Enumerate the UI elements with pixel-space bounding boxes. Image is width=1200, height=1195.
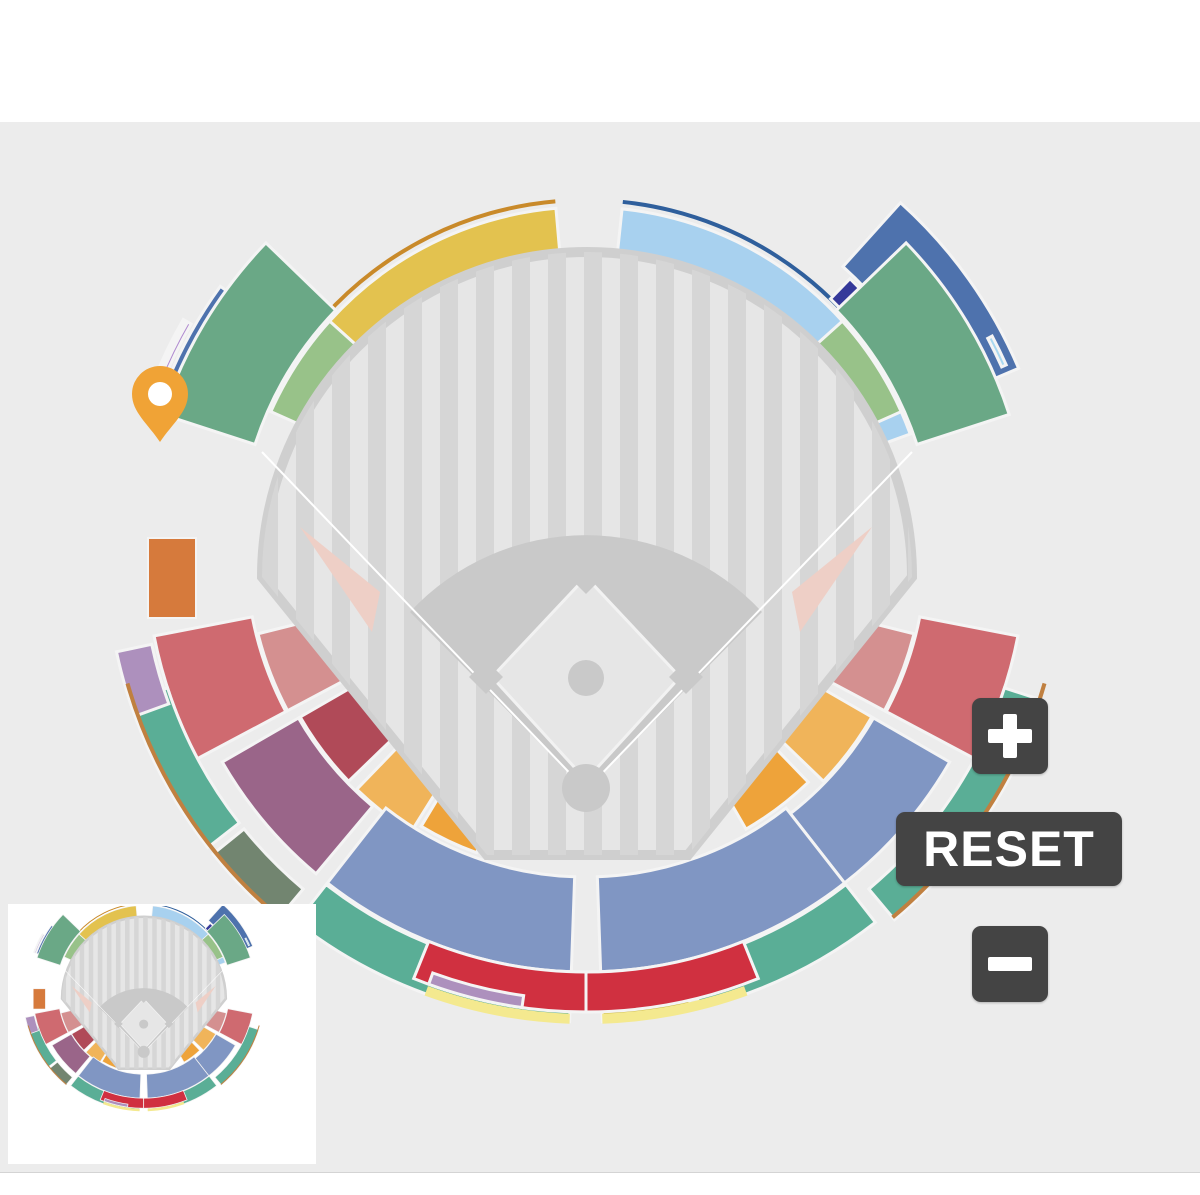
section-left-teal[interactable] — [28, 1026, 57, 1068]
base — [669, 660, 703, 694]
section-right-red-outer[interactable] — [218, 1008, 253, 1045]
section-home-lavender[interactable] — [426, 971, 526, 1010]
pitchers-mound — [139, 1019, 149, 1029]
foul-line-left — [261, 451, 587, 791]
section-left-lilac-strip[interactable] — [33, 933, 44, 954]
base — [469, 660, 503, 694]
stadium-seat-map[interactable] — [0, 122, 1200, 1172]
home-plate — [562, 764, 610, 812]
section-left-green[interactable] — [36, 913, 82, 966]
pitchers-mound — [568, 660, 604, 696]
minimap-stadium — [24, 903, 260, 1112]
minimap-svg — [8, 903, 316, 1164]
map-pin-icon[interactable] — [132, 366, 188, 442]
section-right-lightblue-tab[interactable] — [244, 937, 251, 947]
section-right-green[interactable] — [206, 913, 251, 966]
base — [569, 560, 603, 594]
section-home-yellow-left[interactable] — [424, 986, 570, 1024]
section-left-plum[interactable] — [220, 715, 375, 876]
section-home-yellow-right[interactable] — [602, 986, 748, 1024]
section-right-lightblue-tab[interactable] — [985, 334, 1009, 369]
base — [164, 1019, 174, 1029]
reset-label: RESET — [923, 821, 1095, 877]
seat-map-panel[interactable] — [0, 122, 1200, 1172]
bottom-scrollbar — [0, 1172, 1200, 1195]
base — [114, 1019, 123, 1029]
section-home-red-right[interactable] — [584, 939, 761, 1014]
main-map-layer — [114, 199, 1047, 1024]
section-home-right-blue[interactable] — [146, 1056, 210, 1099]
section-home-yellow-left[interactable] — [102, 1101, 140, 1112]
home-plate — [137, 1045, 150, 1058]
minus-icon — [988, 957, 1032, 971]
section-right-teal[interactable] — [214, 1026, 260, 1086]
section-home-yellow-right[interactable] — [147, 1101, 185, 1112]
foul-wedge-right — [792, 527, 872, 632]
foul-wedge-right — [195, 986, 216, 1013]
reset-button[interactable]: RESET — [896, 812, 1122, 886]
section-home-lavender[interactable] — [103, 1097, 129, 1108]
foul-line-right — [143, 966, 227, 1053]
foul-line-right — [585, 451, 913, 791]
section-left-green[interactable] — [160, 240, 338, 447]
zoom-in-button[interactable] — [972, 698, 1048, 774]
section-left-orange-box[interactable] — [147, 537, 197, 619]
section-right-green[interactable] — [834, 240, 1012, 447]
section-left-lavender[interactable] — [114, 642, 171, 719]
section-left-lilac-strip[interactable] — [34, 933, 45, 954]
section-home-red-left[interactable] — [99, 1090, 145, 1109]
section-left-olive[interactable] — [49, 1061, 73, 1086]
section-home-red-right[interactable] — [143, 1090, 188, 1109]
plus-icon — [988, 714, 1032, 758]
foul-line-left — [61, 966, 144, 1053]
section-left-plum[interactable] — [51, 1033, 91, 1074]
zoom-out-button[interactable] — [972, 926, 1048, 1002]
overview-minimap[interactable] — [8, 903, 316, 1164]
section-home-red-left[interactable] — [411, 939, 588, 1014]
section-left-olive[interactable] — [210, 826, 306, 922]
foul-wedge-left — [71, 986, 92, 1013]
section-left-orange-box[interactable] — [33, 988, 46, 1010]
base — [139, 994, 148, 1003]
section-left-lavender[interactable] — [24, 1015, 40, 1035]
foul-wedge-left — [300, 527, 380, 632]
